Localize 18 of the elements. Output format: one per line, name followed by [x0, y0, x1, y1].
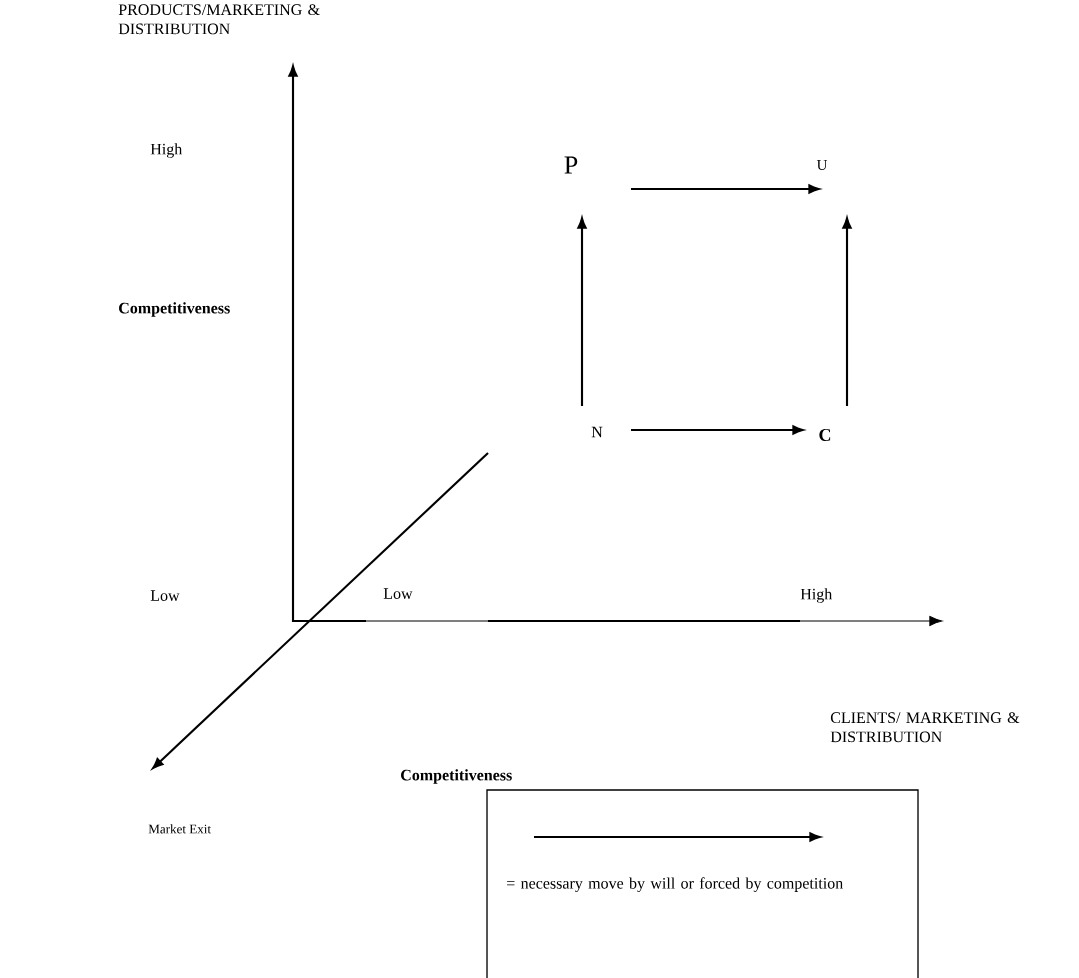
- legend-text: = necessary move by will or forced by competition: [507, 877, 843, 892]
- axis-label: Market Exit: [148, 824, 211, 834]
- axis-label: Competitiveness: [119, 302, 230, 317]
- axis-label: Low: [383, 588, 413, 599]
- axis-label: Low: [150, 590, 180, 601]
- arrow: [631, 184, 820, 194]
- axis-label: Competitiveness: [401, 769, 512, 784]
- node-label: U: [816, 160, 828, 170]
- arrow: [631, 425, 804, 435]
- axis-label: PRODUCTS/MARKETING & DISTRIBUTION: [118, 4, 320, 35]
- node-label: C: [819, 428, 831, 442]
- arrow: [577, 217, 587, 406]
- axis-label: High: [800, 588, 833, 603]
- axis-label: CLIENTS/ MARKETING & DISTRIBUTION: [830, 712, 1020, 743]
- arrow: [842, 217, 852, 406]
- node-label: N: [591, 426, 603, 438]
- axis-label: High: [150, 143, 183, 158]
- node-label: P: [564, 156, 578, 174]
